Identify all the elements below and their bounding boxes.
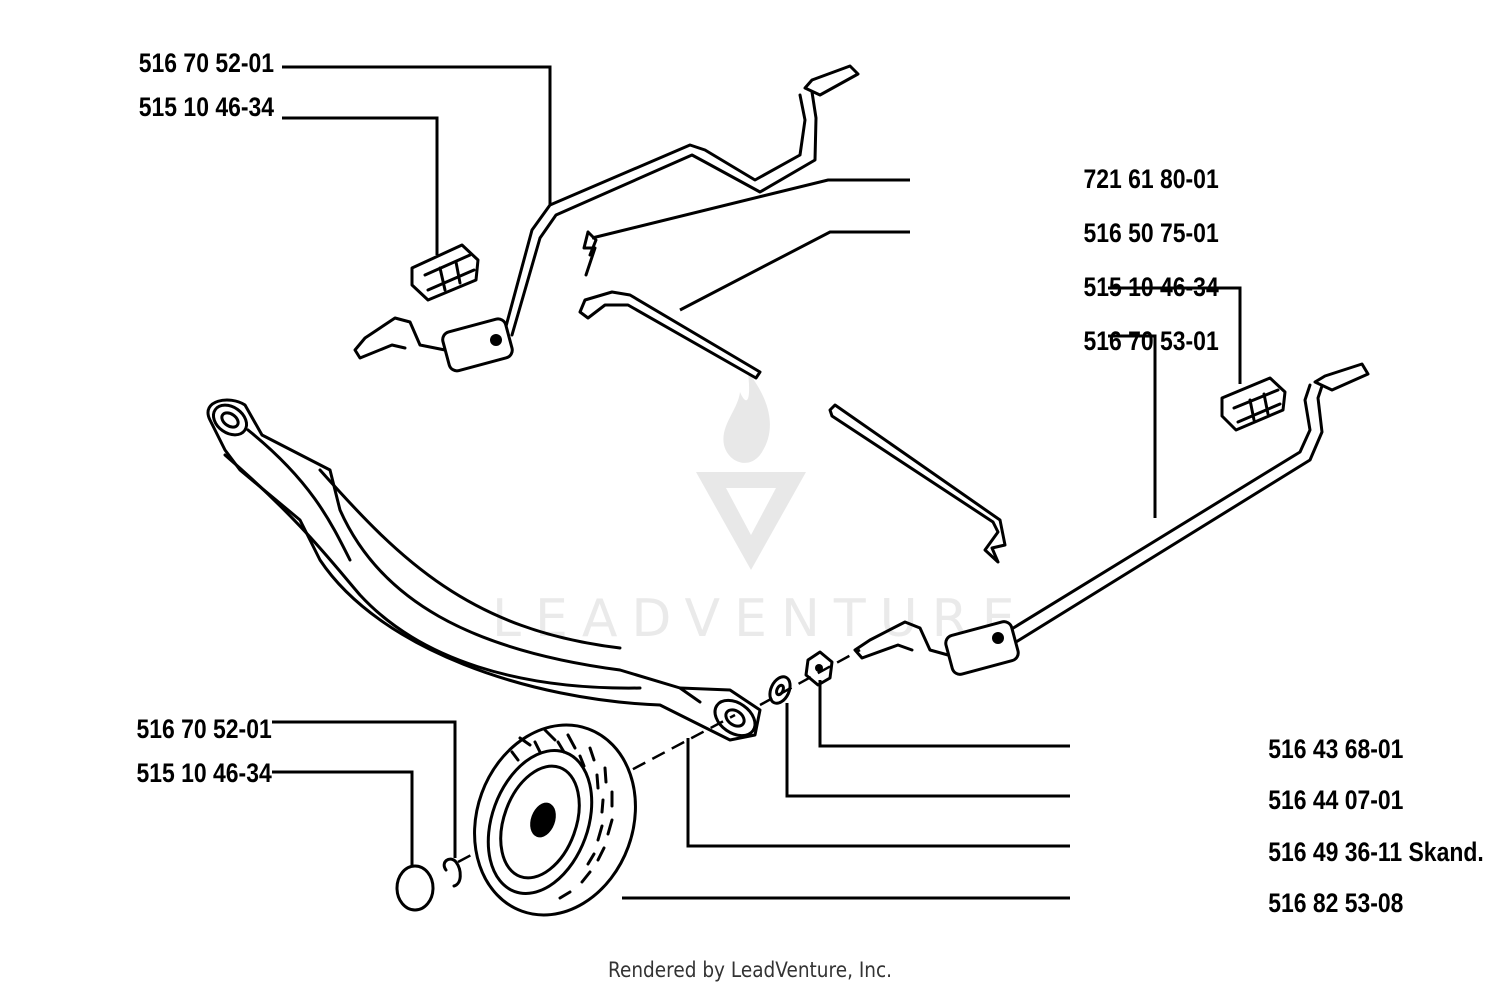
right-clip-part[interactable] <box>1220 376 1287 432</box>
footer-credit: Rendered by LeadVenture, Inc. <box>607 958 893 982</box>
callout-515-10-46-34-top: 515 10 46-34 <box>139 92 274 122</box>
callout-516-70-52-01-bottom: 516 70 52-01 <box>137 714 272 744</box>
washer-part[interactable] <box>766 674 794 707</box>
wheel-part[interactable] <box>449 702 662 938</box>
callout-721-61-80-01: 721 61 80-01 <box>1084 164 1219 194</box>
callout-516-82-53-08: 516 82 53-08 <box>1268 888 1403 918</box>
height-rod-part[interactable] <box>578 290 1007 564</box>
callout-516-49-36-11: 516 49 36-11 Skand. <box>1268 837 1484 867</box>
callout-516-70-52-01-top: 516 70 52-01 <box>139 48 274 78</box>
right-axle-part[interactable] <box>853 362 1370 676</box>
left-clip-part[interactable] <box>410 243 480 302</box>
part-callouts: 516 70 52-01 515 10 46-34 721 61 80-01 5… <box>137 48 1484 918</box>
leader-lines <box>272 65 1242 900</box>
left-axle-part[interactable] <box>353 64 860 373</box>
watermark-text: LEADVENTURE <box>492 589 1029 649</box>
flame-logo-icon <box>723 372 770 463</box>
leadventure-watermark: LEADVENTURE <box>492 372 1029 649</box>
hairpin-part[interactable] <box>582 230 598 277</box>
callout-516-44-07-01: 516 44 07-01 <box>1268 785 1403 815</box>
hub-cap-part[interactable] <box>395 864 435 912</box>
nut-part[interactable] <box>804 650 834 687</box>
swing-arm-part[interactable] <box>206 398 762 743</box>
callout-515-10-46-34-right: 515 10 46-34 <box>1084 272 1219 302</box>
callout-516-70-53-01: 516 70 53-01 <box>1084 326 1219 356</box>
wheel-clip-part[interactable] <box>442 857 462 888</box>
callout-516-43-68-01: 516 43 68-01 <box>1268 734 1403 764</box>
callout-515-10-46-34-bottom: 515 10 46-34 <box>137 758 272 788</box>
v-logo-icon <box>696 472 806 570</box>
callout-516-50-75-01: 516 50 75-01 <box>1084 218 1219 248</box>
